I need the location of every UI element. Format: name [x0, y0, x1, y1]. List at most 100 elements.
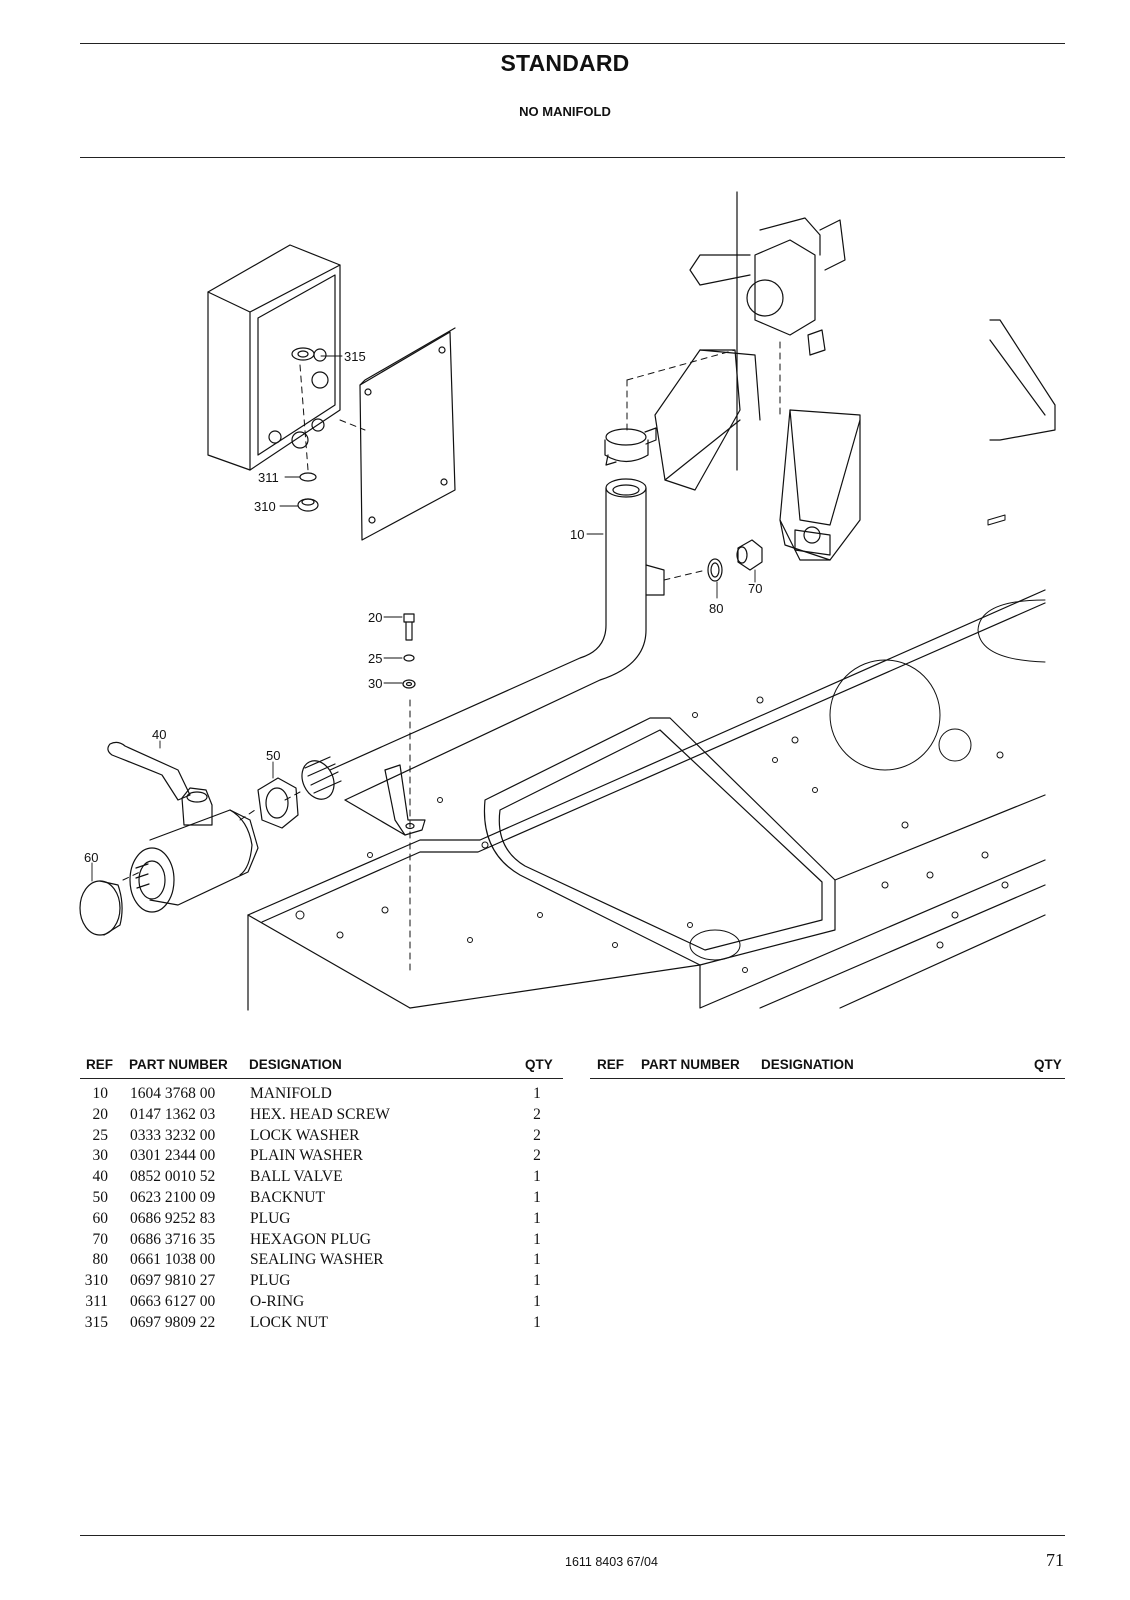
col-header-designation-right: DESIGNATION — [761, 1057, 854, 1072]
page-subtitle: NO MANIFOLD — [519, 104, 611, 119]
callout-311: 311 — [258, 470, 279, 485]
document-code: 1611 8403 67/04 — [565, 1555, 658, 1569]
ref-cell: 70 — [92, 1230, 109, 1248]
qty-cell: 2 — [533, 1147, 541, 1165]
designation-cell: MANIFOLD — [250, 1085, 332, 1102]
callout-310: 310 — [254, 499, 276, 514]
col-header-qty-right: QTY — [1034, 1057, 1062, 1072]
callout-60: 60 — [84, 850, 98, 865]
qty-cell: 1 — [533, 1209, 541, 1227]
qty-cell: 1 — [533, 1272, 541, 1290]
table-header-rule-right — [590, 1078, 1065, 1079]
qty-cell: 1 — [533, 1085, 541, 1102]
qty-cell: 1 — [533, 1313, 541, 1331]
part-number-cell: 0686 3716 35 — [130, 1230, 216, 1248]
part-number-cell: 0147 1362 03 — [130, 1105, 216, 1123]
part-number-cell: 0333 3232 00 — [130, 1126, 216, 1144]
part-number-cell: 0852 0010 52 — [130, 1168, 216, 1186]
designation-cell: HEXAGON PLUG — [250, 1230, 371, 1248]
table-row: 30 0301 2344 00 PLAIN WASHER 2 — [80, 1147, 560, 1168]
callout-20: 20 — [368, 610, 382, 625]
table-row: 310 0697 9810 27 PLUG 1 — [80, 1272, 560, 1293]
col-header-part-number-right: PART NUMBER — [641, 1057, 740, 1072]
footer-rule — [80, 1535, 1065, 1536]
page-number: 71 — [1046, 1550, 1064, 1570]
callout-10: 10 — [570, 527, 584, 542]
ref-cell: 10 — [92, 1085, 109, 1102]
callout-50: 50 — [266, 748, 280, 763]
table-row: 60 0686 9252 83 PLUG 1 — [80, 1210, 560, 1231]
table-row: 315 0697 9809 22 LOCK NUT 1 — [80, 1314, 560, 1335]
table-row: 20 0147 1362 03 HEX. HEAD SCREW 2 — [80, 1106, 560, 1127]
callout-315: 315 — [344, 349, 366, 364]
col-header-ref-right: REF — [597, 1057, 624, 1072]
backnut — [257, 777, 299, 829]
designation-cell: LOCK NUT — [250, 1313, 328, 1331]
callout-25: 25 — [368, 651, 382, 666]
part-number-cell: 0301 2344 00 — [130, 1147, 216, 1165]
table-row: 40 0852 0010 52 BALL VALVE 1 — [80, 1168, 560, 1189]
manifold-pipe — [301, 478, 665, 836]
leader-lines — [91, 355, 756, 882]
top-rule — [80, 43, 1065, 44]
end-plug — [79, 880, 123, 936]
electrical-box — [207, 244, 456, 541]
ref-cell: 20 — [92, 1105, 109, 1123]
callout-70: 70 — [748, 581, 762, 596]
col-header-part-number: PART NUMBER — [129, 1057, 228, 1072]
hose-clamp — [604, 427, 657, 466]
part-number-cell: 0663 6127 00 — [130, 1292, 216, 1310]
qty-cell: 2 — [533, 1126, 541, 1144]
designation-cell: PLAIN WASHER — [250, 1147, 363, 1165]
designation-cell: PLUG — [250, 1209, 291, 1227]
exploded-parts-drawing: 315 311 310 10 20 25 30 40 50 60 70 80 — [79, 191, 1056, 1011]
part-number-cell: 0623 2100 09 — [130, 1188, 216, 1206]
ref-cell: 30 — [92, 1147, 109, 1165]
callout-30: 30 — [368, 676, 382, 691]
col-header-qty: QTY — [525, 1057, 553, 1072]
designation-cell: SEALING WASHER — [250, 1251, 384, 1269]
plug-parts — [707, 539, 763, 582]
designation-cell: BALL VALVE — [250, 1168, 343, 1186]
table-row: 70 0686 3716 35 HEXAGON PLUG 1 — [80, 1231, 560, 1252]
frame-holes — [295, 514, 1046, 973]
ref-cell: 80 — [92, 1251, 109, 1269]
part-number-cell: 0686 9252 83 — [130, 1209, 216, 1227]
ref-cell: 60 — [92, 1209, 109, 1227]
table-row: 10 1604 3768 00 MANIFOLD 1 — [80, 1085, 560, 1106]
table-row: 80 0661 1038 00 SEALING WASHER 1 — [80, 1251, 560, 1272]
fastener-parts — [402, 613, 416, 689]
compressor-housing — [654, 191, 1056, 561]
designation-cell: PLUG — [250, 1272, 291, 1290]
qty-cell: 1 — [533, 1168, 541, 1186]
col-header-ref: REF — [86, 1057, 113, 1072]
designation-cell: O-RING — [250, 1292, 305, 1310]
callout-80: 80 — [709, 601, 723, 616]
ball-valve — [107, 741, 259, 913]
table-row: 311 0663 6127 00 O-RING 1 — [80, 1293, 560, 1314]
designation-cell: HEX. HEAD SCREW — [250, 1105, 390, 1123]
parts-list: 10 1604 3768 00 MANIFOLD 1 20 0147 1362 … — [80, 1085, 560, 1335]
table-row: 25 0333 3232 00 LOCK WASHER 2 — [80, 1127, 560, 1148]
col-header-designation: DESIGNATION — [249, 1057, 342, 1072]
ref-cell: 40 — [92, 1168, 109, 1186]
designation-cell: BACKNUT — [250, 1188, 325, 1206]
table-header-rule-left — [80, 1078, 563, 1079]
qty-cell: 1 — [533, 1230, 541, 1248]
part-number-cell: 1604 3768 00 — [130, 1085, 216, 1102]
callout-40: 40 — [152, 727, 166, 742]
dashed-guides — [122, 341, 781, 976]
part-number-cell: 0697 9809 22 — [130, 1313, 216, 1331]
header-rule — [80, 157, 1065, 158]
page-title: STANDARD — [500, 50, 630, 76]
ref-cell: 315 — [84, 1313, 108, 1331]
callout-labels: 315 311 310 10 20 25 30 40 50 60 70 80 — [84, 349, 762, 865]
qty-cell: 1 — [533, 1188, 541, 1206]
ref-cell: 25 — [92, 1126, 109, 1144]
part-number-cell: 0697 9810 27 — [130, 1272, 216, 1290]
ref-cell: 310 — [84, 1272, 108, 1290]
ref-cell: 311 — [85, 1292, 108, 1310]
qty-cell: 1 — [533, 1251, 541, 1269]
qty-cell: 2 — [533, 1105, 541, 1123]
ref-cell: 50 — [92, 1188, 109, 1206]
